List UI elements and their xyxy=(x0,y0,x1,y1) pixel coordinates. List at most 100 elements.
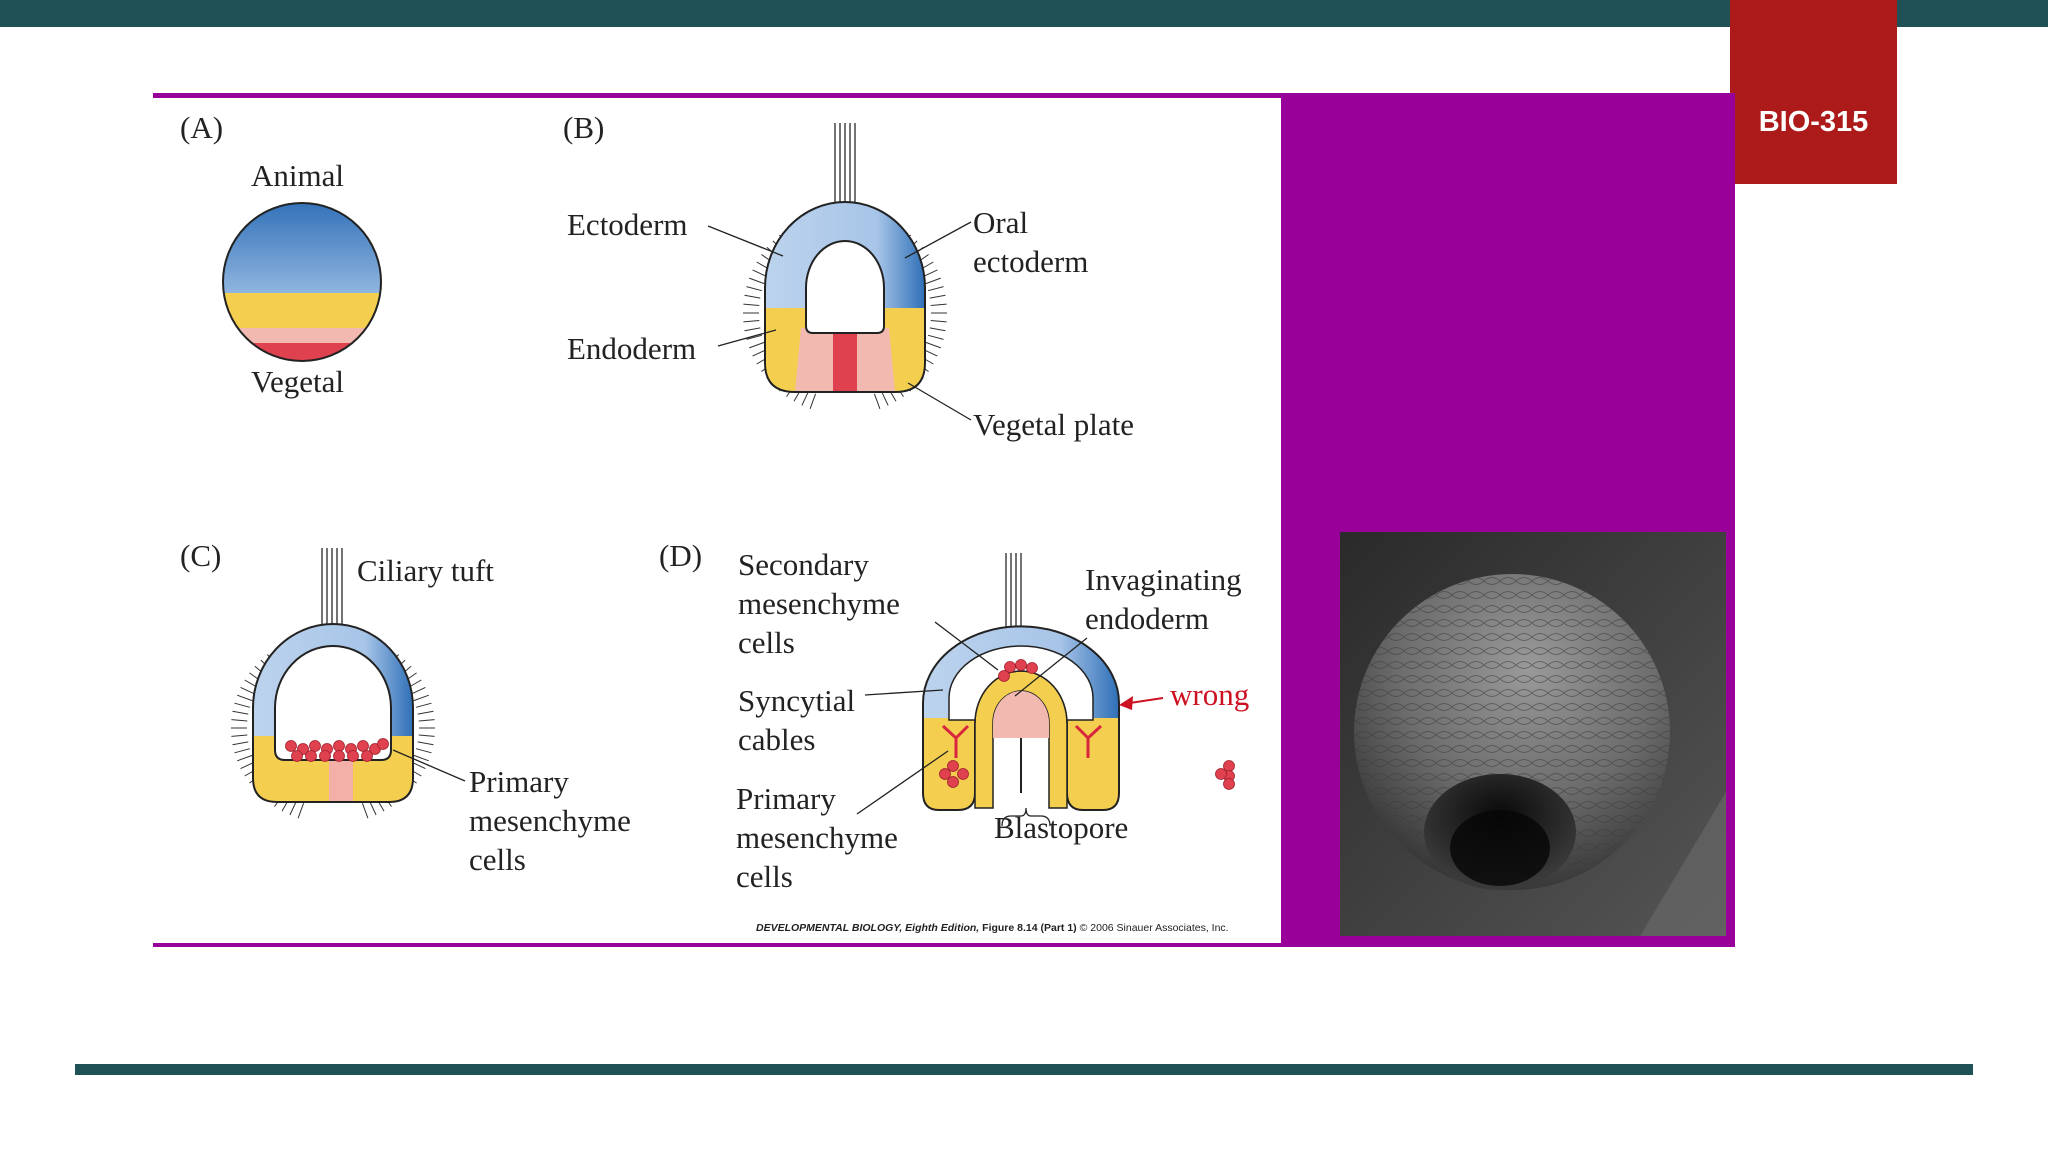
leader-lines-b xyxy=(707,221,972,421)
bottom-rule xyxy=(75,1064,1973,1075)
label-invaginating-line1: Invaginating xyxy=(1085,562,1242,597)
label-animal: Animal xyxy=(251,158,344,193)
mesenchyme-cell xyxy=(1215,768,1227,780)
cilium xyxy=(234,748,251,754)
cilium xyxy=(234,702,251,708)
mesenchyme-cell xyxy=(347,750,359,762)
cilium xyxy=(880,390,889,406)
leader-pmc-c xyxy=(392,749,466,782)
mesenchyme-cell xyxy=(285,740,297,752)
cilium xyxy=(240,686,256,695)
panel-b-letter: (B) xyxy=(563,110,604,145)
mesenchyme-cell xyxy=(361,750,373,762)
cilium xyxy=(237,694,253,702)
cilium xyxy=(801,390,810,406)
label-smc-line1: Secondary xyxy=(738,547,869,582)
cilium xyxy=(237,754,253,762)
annotation-wrong: wrong xyxy=(1170,677,1249,712)
panel-a xyxy=(222,202,382,362)
cilium xyxy=(744,294,761,299)
cilium xyxy=(930,303,947,306)
cilium xyxy=(927,286,944,292)
cilium xyxy=(752,269,768,278)
cilium xyxy=(417,710,434,715)
cilium xyxy=(415,748,432,754)
mesenchyme-cell xyxy=(319,750,331,762)
cilium xyxy=(410,686,426,695)
cilium xyxy=(746,286,763,292)
cilium xyxy=(418,719,435,722)
label-pmc-c-line3: cells xyxy=(469,842,526,877)
cilium xyxy=(749,341,765,349)
label-syncytial-line2: cables xyxy=(738,722,815,757)
annotation-arrowhead xyxy=(1119,696,1133,710)
panel-c-letter: (C) xyxy=(180,538,221,573)
label-blastopore: Blastopore xyxy=(994,810,1128,845)
cilium xyxy=(927,334,944,340)
label-endoderm: Endoderm xyxy=(567,331,696,366)
mesenchyme-cell xyxy=(333,740,345,752)
cilium xyxy=(743,303,760,306)
mesenchyme-cell xyxy=(1223,778,1235,790)
cilium xyxy=(873,393,881,409)
panel-a-letter: (A) xyxy=(180,110,223,145)
cilium xyxy=(231,719,248,722)
cilium xyxy=(232,741,249,746)
mesenchyme-cell xyxy=(998,670,1010,682)
cilium xyxy=(929,294,946,299)
cilium xyxy=(413,754,429,762)
panel-d-letter: (D) xyxy=(659,538,702,573)
cilium xyxy=(746,334,763,340)
label-vegetal: Vegetal xyxy=(251,364,344,399)
cilium xyxy=(930,320,947,323)
label-pmc-d-line3: cells xyxy=(736,859,793,894)
mesenchyme-cell xyxy=(305,750,317,762)
cilium xyxy=(925,341,941,349)
primary-mesenchyme-cells-d xyxy=(939,659,1235,790)
label-ectoderm: Ectoderm xyxy=(567,207,688,242)
mesenchyme-cell xyxy=(291,750,303,762)
label-pmc-c-line1: Primary xyxy=(469,764,569,799)
figure-credit: DEVELOPMENTAL BIOLOGY, Eighth Edition, F… xyxy=(756,922,1229,934)
mesenchyme-cell xyxy=(939,768,951,780)
embryo-figure: (A) Animal Vegetal (B) Ectoderm Oral ect… xyxy=(153,98,1281,943)
cilium xyxy=(418,734,435,737)
sea-urchin-gastrula-sem-micrograph-icon xyxy=(1340,532,1726,936)
cilium xyxy=(809,393,817,409)
mesenchyme-cell xyxy=(357,740,369,752)
label-vegetal-plate: Vegetal plate xyxy=(973,407,1134,442)
label-smc-line3: cells xyxy=(738,625,795,660)
syncytial-cables xyxy=(941,724,1103,758)
ciliary-tuft xyxy=(321,548,343,633)
cilium xyxy=(231,734,248,737)
mesenchyme-cell xyxy=(377,738,389,750)
cilium xyxy=(743,320,760,323)
cilium xyxy=(413,694,429,702)
mesenchyme-cell xyxy=(1026,662,1038,674)
apical-tuft-b xyxy=(834,123,856,203)
label-oral-line1: Oral xyxy=(973,205,1028,240)
cilium xyxy=(415,702,432,708)
apical-tuft-d xyxy=(1005,553,1022,638)
cilium xyxy=(749,277,765,285)
mesenchyme-cell xyxy=(947,776,959,788)
label-oral-line2: ectoderm xyxy=(973,244,1088,279)
cilium xyxy=(232,710,249,715)
cilium xyxy=(417,741,434,746)
panel-c-blastula xyxy=(231,548,435,819)
mesenchyme-cell xyxy=(947,760,959,772)
cilium xyxy=(925,277,941,285)
panel-b-blastula xyxy=(743,123,947,409)
cilium xyxy=(361,803,369,819)
label-ciliary-tuft: Ciliary tuft xyxy=(357,553,494,588)
label-pmc-d-line1: Primary xyxy=(736,781,836,816)
label-syncytial-line1: Syncytial xyxy=(738,683,855,718)
top-bar xyxy=(0,0,2048,27)
cilium xyxy=(929,327,946,332)
primary-mesenchyme-cells-c xyxy=(285,738,389,762)
cilium xyxy=(922,269,938,278)
label-pmc-d-line2: mesenchyme xyxy=(736,820,898,855)
course-code: BIO-315 xyxy=(1758,106,1869,138)
label-pmc-c-line2: mesenchyme xyxy=(469,803,631,838)
mesenchyme-cell xyxy=(309,740,321,752)
